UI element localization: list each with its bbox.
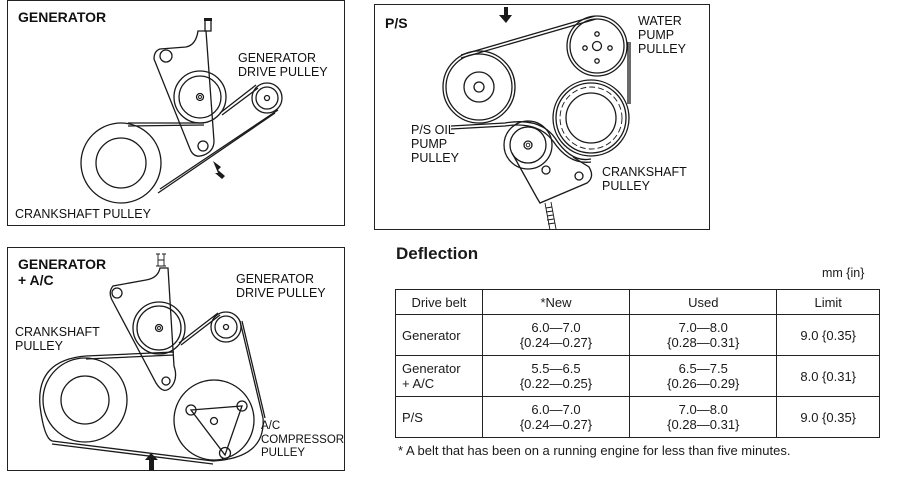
new-value: 6.0—7.0{0.24—0.27} [481, 314, 631, 356]
new-in: {0.24—0.27} [519, 335, 593, 350]
used-in: {0.28—0.31} [667, 417, 740, 432]
used-value: 6.5—7.5{0.26—0.29} [629, 355, 778, 397]
belt-name-line1: Generator [402, 361, 461, 376]
ac-compressor-pulley [173, 379, 255, 461]
footnote: * A belt that has been on a running engi… [398, 443, 791, 458]
used-mm: 7.0—8.0 [678, 320, 728, 335]
used-mm: 6.5—7.5 [678, 361, 728, 376]
table-row: Generator 6.0—7.0{0.24—0.27} 7.0—8.0{0.2… [395, 314, 880, 356]
table-row: P/S 6.0—7.0{0.24—0.27} 7.0—8.0{0.28—0.31… [395, 396, 880, 438]
deflection-arrow-icon [145, 453, 158, 470]
units-label: mm {in} [822, 266, 865, 280]
used-value: 7.0—8.0{0.28—0.31} [629, 396, 778, 438]
idler-pulley [442, 50, 516, 124]
crankshaft-pulley-label: CRANKSHAFT PULLEY [15, 325, 100, 353]
limit-value: 8.0 {0.31} [776, 355, 880, 397]
water-pump-pulley [566, 15, 628, 77]
belt-name: Generator+ A/C [395, 355, 483, 397]
new-mm: 5.5—6.5 [531, 361, 581, 376]
bracket-bolt-hole [159, 49, 173, 63]
deflection-table: Drive belt *New Used Limit Generator 6.0… [395, 289, 880, 438]
new-in: {0.22—0.25} [519, 376, 593, 391]
generator-drive-pulley-label: GENERATOR DRIVE PULLEY [238, 51, 328, 79]
crankshaft-pulley-label: CRANKSHAFT PULLEY [602, 165, 687, 193]
generator-drive-pulley [251, 82, 283, 114]
new-value: 6.0—7.0{0.24—0.27} [481, 396, 631, 438]
limit-value: 9.0 {0.35} [776, 396, 880, 438]
generator-pulley [132, 301, 186, 355]
new-in: {0.24—0.27} [519, 417, 593, 432]
generator-ac-belt-diagram [39, 253, 266, 470]
table-row: Generator+ A/C 5.5—6.5{0.22—0.25} 6.5—7.… [395, 355, 880, 397]
deflection-arrow-icon [213, 161, 225, 179]
ps-oil-pump-pulley-label: P/S OIL PUMP PULLEY [411, 123, 459, 165]
column-header-new: *New [481, 289, 631, 315]
column-header-used: Used [629, 289, 778, 315]
belt-name: P/S [395, 396, 483, 438]
generator-belt-diagram [80, 18, 283, 204]
crankshaft-pulley [552, 79, 630, 157]
generator-bracket [153, 30, 215, 157]
ps-oil-pump-pulley [503, 120, 553, 170]
belt-name: Generator [395, 314, 483, 356]
deflection-arrow-icon [499, 7, 512, 23]
ac-compressor-pulley-label: A/C COMPRESSOR PULLEY [261, 420, 345, 459]
used-in: {0.26—0.29} [667, 376, 740, 391]
new-mm: 6.0—7.0 [531, 320, 581, 335]
panel-title: P/S [385, 15, 408, 31]
table-header-row: Drive belt *New Used Limit [395, 289, 880, 315]
new-mm: 6.0—7.0 [531, 402, 581, 417]
bracket-bolt-hole [197, 140, 209, 152]
generator-bracket [109, 267, 177, 391]
generator-drive-pulley-label: GENERATOR DRIVE PULLEY [236, 272, 326, 300]
generator-pulley [173, 70, 227, 124]
generator-ac-diagram-panel: GENERATOR + A/C GENERATOR DRIVE PULLEY C… [7, 247, 345, 471]
used-in: {0.28—0.31} [667, 335, 740, 350]
water-pump-pulley-label: WATER PUMP PULLEY [638, 14, 686, 56]
panel-title-line2: + A/C [18, 272, 54, 288]
crankshaft-pulley [80, 122, 162, 204]
panel-title-line1: GENERATOR [18, 256, 107, 272]
new-value: 5.5—6.5{0.22—0.25} [481, 355, 631, 397]
column-header-drive-belt: Drive belt [395, 289, 483, 315]
used-mm: 7.0—8.0 [678, 402, 728, 417]
limit-value: 9.0 {0.35} [776, 314, 880, 356]
oil-pump-bracket [511, 152, 593, 204]
crankshaft-pulley-label: CRANKSHAFT PULLEY [15, 207, 151, 221]
crankshaft-pulley [42, 357, 128, 443]
bracket-bolt-hole [111, 287, 123, 299]
belt-name-line2: + A/C [402, 376, 435, 391]
bracket-bolt-hole [161, 376, 171, 386]
panel-title: GENERATOR [18, 9, 107, 25]
adjust-bolt [156, 253, 166, 267]
power-steering-diagram-panel: P/S WATER PUMP PULLEY P/S OIL PUMP PULLE… [374, 4, 710, 231]
used-value: 7.0—8.0{0.28—0.31} [629, 314, 778, 356]
generator-diagram-panel: GENERATOR GENERATOR DRIVE PULLEY CRANKSH… [7, 0, 345, 226]
deflection-title: Deflection [396, 244, 479, 263]
power-steering-belt-diagram [442, 7, 631, 231]
column-header-limit: Limit [776, 289, 880, 315]
